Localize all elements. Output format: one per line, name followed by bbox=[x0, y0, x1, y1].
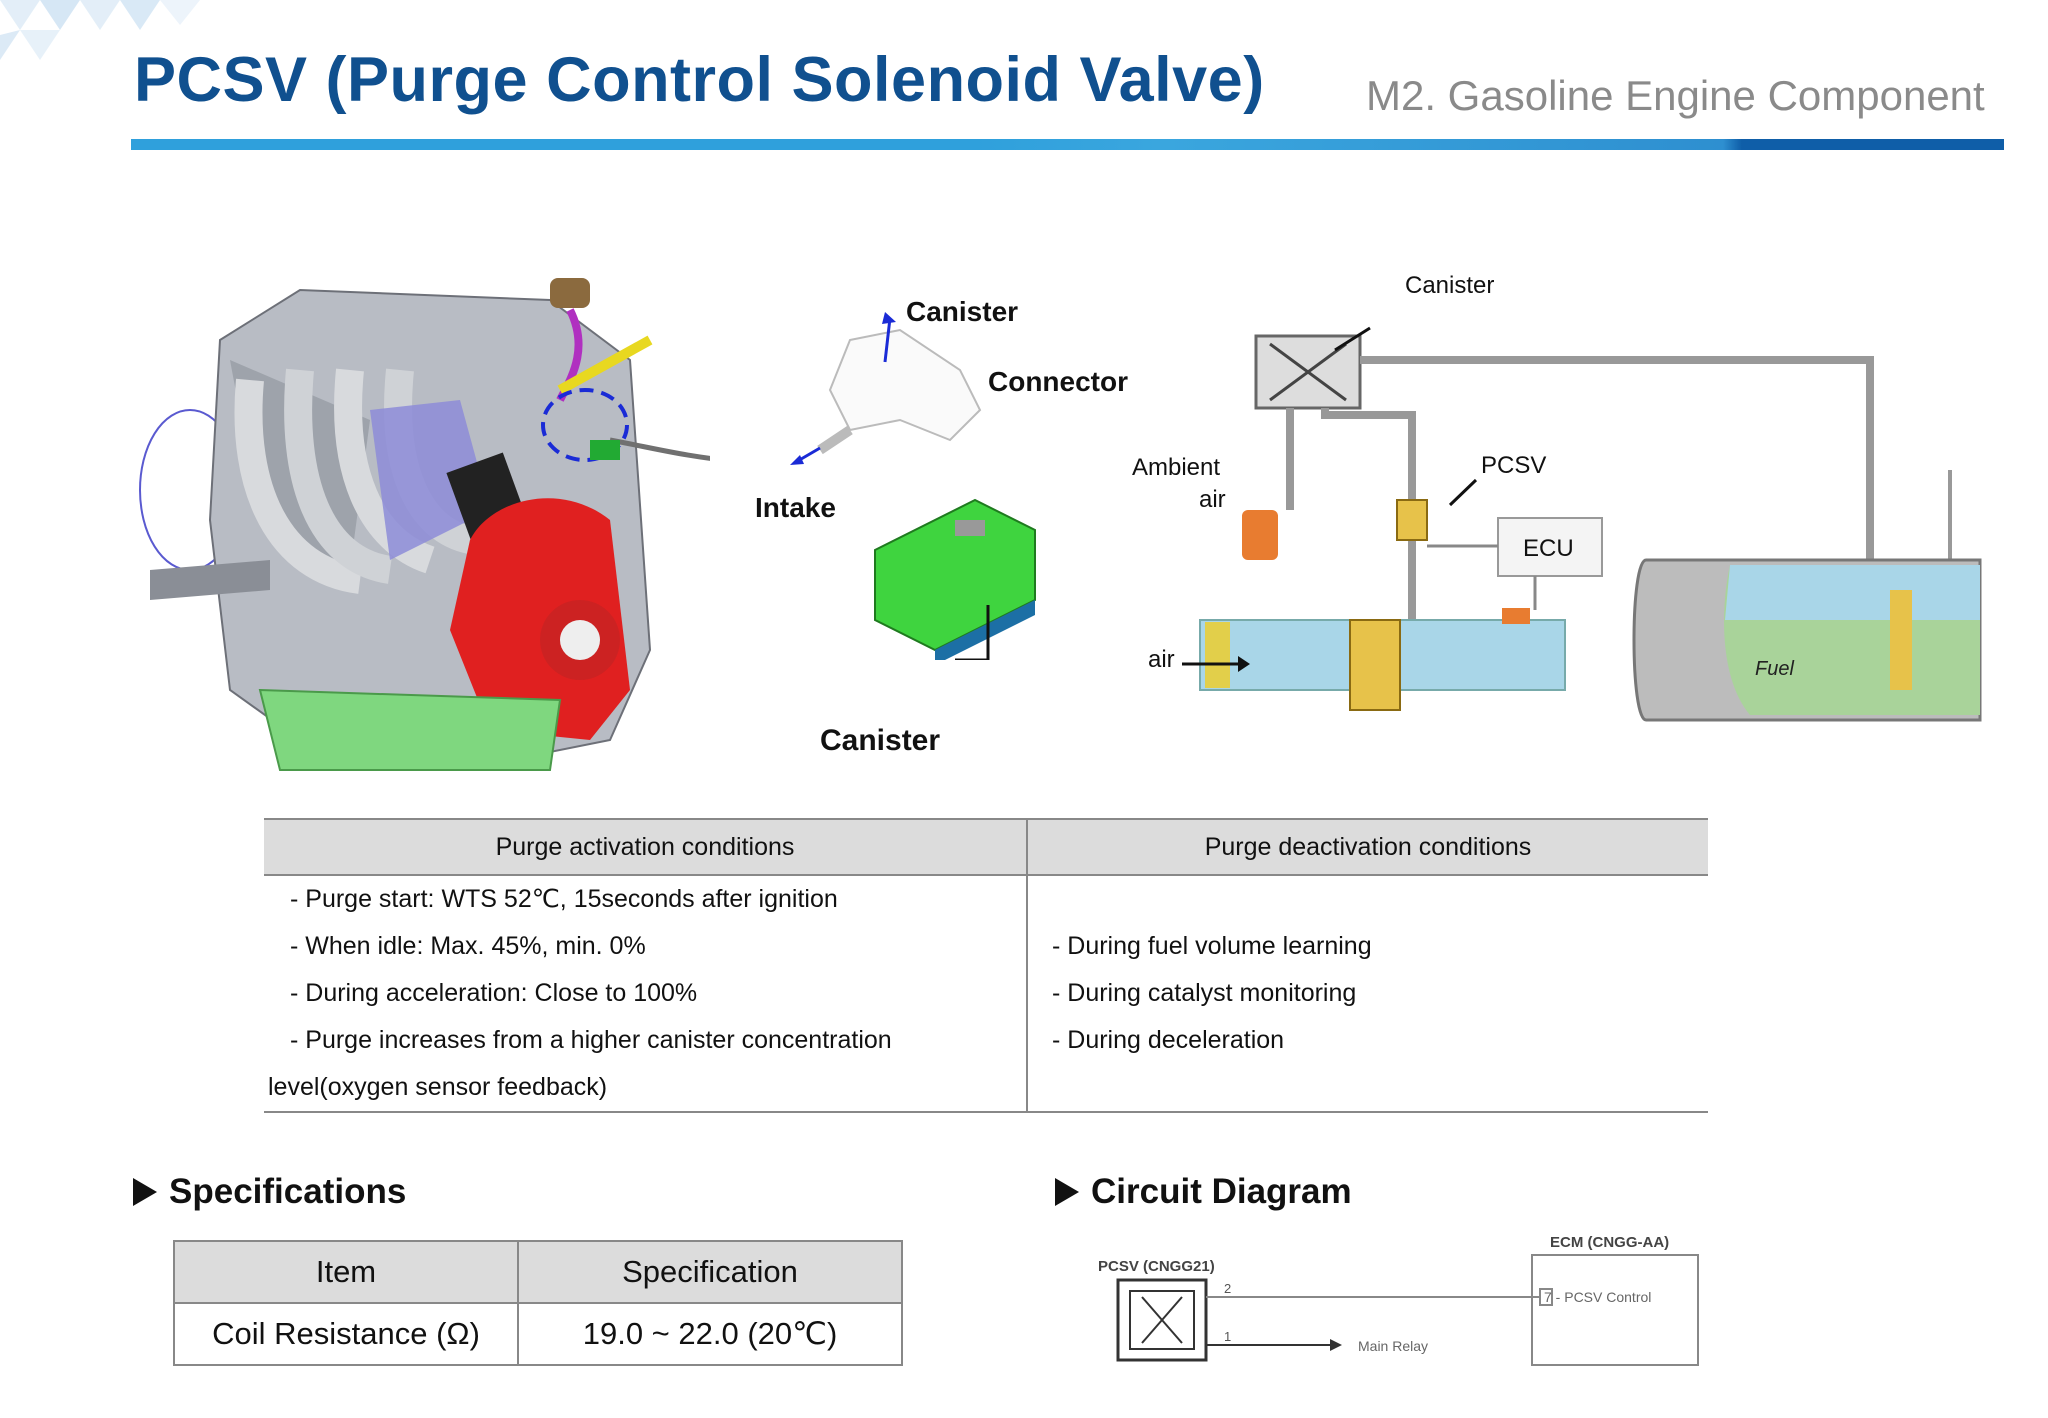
specifications-heading: Specifications bbox=[133, 1172, 406, 1212]
label-canister-top: Canister bbox=[906, 296, 1019, 327]
activation-item: - Purge increases from a higher canister… bbox=[290, 1026, 892, 1054]
deactivation-item: - During fuel volume learning bbox=[1052, 932, 1372, 960]
pin-1-label: 1 bbox=[1224, 1329, 1231, 1344]
activation-cell: - Purge start: WTS 52℃, 15seconds after … bbox=[264, 875, 1027, 1113]
circuit-heading: Circuit Diagram bbox=[1055, 1172, 1352, 1212]
ecm-pin-label: 7 - PCSV Control bbox=[1544, 1289, 1651, 1305]
diagram-pcsv-label: PCSV bbox=[1481, 452, 1547, 479]
ecm-connector-label: ECM (CNGG-AA) bbox=[1550, 1234, 1669, 1251]
conditions-table: Purge activation conditions Purge deacti… bbox=[264, 818, 1708, 1113]
label-intake: Intake bbox=[755, 492, 836, 523]
diagram-ambient-label: Ambient bbox=[1132, 454, 1221, 481]
evap-system-diagram: Fuel bbox=[1182, 326, 1982, 722]
pin-2-label: 2 bbox=[1224, 1281, 1231, 1296]
deactivation-item: - During catalyst monitoring bbox=[1052, 979, 1357, 1007]
diagram-ecu-label: ECU bbox=[1523, 535, 1574, 562]
diagram-ambient-air-label: air bbox=[1199, 486, 1226, 513]
play-icon bbox=[1055, 1178, 1079, 1206]
spec-header-item: Item bbox=[173, 1240, 519, 1304]
engine-illustration bbox=[139, 278, 710, 772]
pcsv-sketch bbox=[790, 312, 982, 465]
label-canister-bottom: Canister bbox=[820, 724, 941, 757]
diagram-canister-label: Canister bbox=[1405, 272, 1495, 299]
deactivation-cell: - During fuel volume learning - During c… bbox=[1026, 875, 1708, 1113]
page-subtitle: M2. Gasoline Engine Component bbox=[1366, 72, 1985, 119]
spec-cell-item: Coil Resistance (Ω) bbox=[173, 1302, 519, 1366]
circuit-diagram: PCSV (CNGG21) ECM (CNGG-AA) 2 1 7 - PCSV… bbox=[1098, 1234, 1699, 1366]
play-icon bbox=[133, 1178, 157, 1206]
activation-item: - Purge start: WTS 52℃, 15seconds after … bbox=[290, 885, 838, 913]
spec-header-spec: Specification bbox=[517, 1240, 903, 1304]
specifications-table: Item Specification Coil Resistance (Ω) 1… bbox=[173, 1240, 903, 1366]
pcsv-connector-label: PCSV (CNGG21) bbox=[1098, 1258, 1215, 1275]
canister-image bbox=[874, 498, 1036, 660]
label-connector: Connector bbox=[988, 366, 1128, 397]
fuel-label: Fuel bbox=[1755, 658, 1794, 680]
activation-item: - During acceleration: Close to 100% bbox=[290, 979, 698, 1007]
activation-item: - When idle: Max. 45%, min. 0% bbox=[290, 932, 646, 960]
spec-cell-value: 19.0 ~ 22.0 (20℃) bbox=[517, 1302, 903, 1366]
deactivation-header: Purge deactivation conditions bbox=[1026, 818, 1708, 876]
specifications-heading-text: Specifications bbox=[169, 1172, 407, 1211]
circuit-heading-text: Circuit Diagram bbox=[1091, 1172, 1352, 1211]
activation-item: level(oxygen sensor feedback) bbox=[268, 1073, 608, 1101]
header-decoration bbox=[0, 0, 200, 60]
deactivation-item: - During deceleration bbox=[1052, 1026, 1285, 1054]
header-rule bbox=[131, 139, 2004, 150]
main-relay-label: Main Relay bbox=[1358, 1338, 1428, 1354]
diagram-air-label: air bbox=[1148, 646, 1175, 673]
activation-header: Purge activation conditions bbox=[264, 818, 1027, 876]
page-title: PCSV (Purge Control Solenoid Valve) bbox=[134, 45, 1265, 115]
